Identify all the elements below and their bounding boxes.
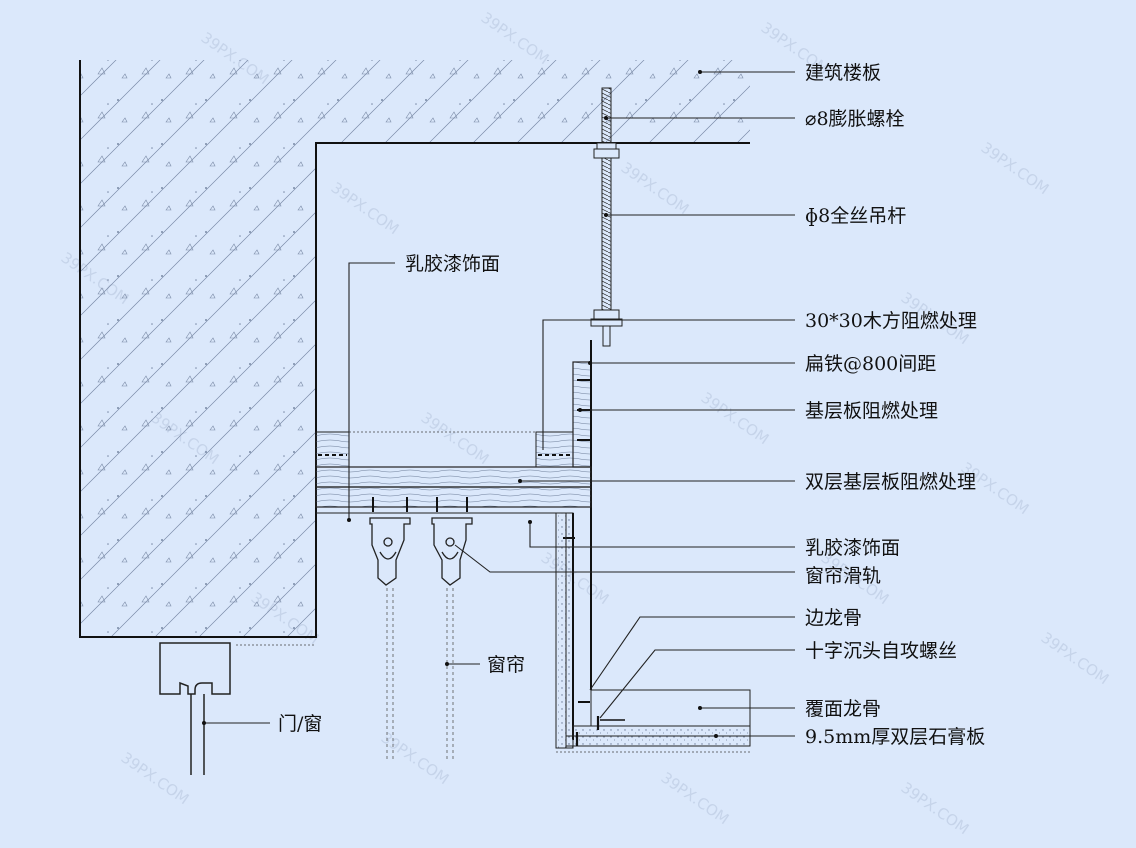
watermark-text: 39PX.COM xyxy=(1038,629,1113,689)
watermark-text: 39PX.COM xyxy=(618,159,693,219)
concrete-slab-wall xyxy=(80,60,750,637)
label-curtain: 窗帘 xyxy=(487,654,525,676)
watermark-text: 39PX.COM xyxy=(658,769,733,829)
vertical-base-board xyxy=(572,361,592,468)
label-base-board: 基层板阻燃处理 xyxy=(805,400,938,422)
label-curtain-track: 窗帘滑轨 xyxy=(805,565,881,587)
watermark-text: 39PX.COM xyxy=(898,779,973,839)
curtain-fabric xyxy=(386,588,454,760)
label-door-window: 门/窗 xyxy=(278,713,322,735)
label-double-base-board: 双层基层板阻燃处理 xyxy=(805,471,976,493)
label-latex-paint: 乳胶漆饰面 xyxy=(805,537,900,559)
wood-batten-left xyxy=(315,431,350,468)
label-cover-keel: 覆面龙骨 xyxy=(805,698,881,720)
watermark-text: 39PX.COM xyxy=(378,729,453,789)
watermark-text: 39PX.COM xyxy=(118,749,193,809)
watermark-text: 39PX.COM xyxy=(698,389,773,449)
label-expansion-bolt: ⌀8膨胀螺栓 xyxy=(805,108,905,130)
label-latex-paint-top: 乳胶漆饰面 xyxy=(405,253,500,275)
watermark-text: 39PX.COM xyxy=(978,139,1053,199)
label-wood-batten: 30*30木方阻燃处理 xyxy=(805,310,977,332)
label-flat-iron: 扁铁@800间距 xyxy=(805,353,936,375)
leader-dots xyxy=(202,70,718,738)
label-edge-keel: 边龙骨 xyxy=(805,607,862,629)
watermark-text: 39PX.COM xyxy=(328,179,403,239)
double-base-board xyxy=(315,466,592,514)
watermark-text: 39PX.COM xyxy=(538,549,613,609)
watermark-text: 39PX.COM xyxy=(478,9,553,69)
bottom-gypsum-board xyxy=(556,689,751,753)
label-cross-screw: 十字沉头自攻螺丝 xyxy=(805,640,957,662)
window-frame xyxy=(159,642,316,775)
threaded-rod-assembly xyxy=(590,87,623,347)
slab-outline xyxy=(79,60,750,638)
leader-lines xyxy=(204,71,795,737)
label-gypsum-board: 9.5mm厚双层石膏板 xyxy=(805,725,985,748)
label-floor-slab: 建筑楼板 xyxy=(805,62,881,84)
curtain-track-left xyxy=(369,517,411,586)
side-gypsum-board xyxy=(555,512,574,749)
watermark-text: 39PX.COM xyxy=(418,409,493,469)
label-threaded-rod: ɸ8全丝吊杆 xyxy=(805,205,906,227)
wood-batten-right xyxy=(535,431,574,468)
curtain-track-right xyxy=(431,517,473,586)
